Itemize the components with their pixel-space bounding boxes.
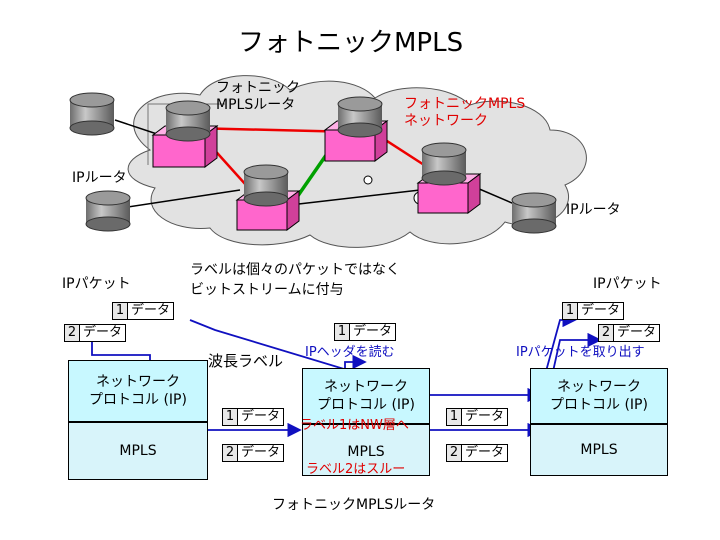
right-layer-ip: ネットワーク プロトコル (IP) bbox=[530, 368, 668, 424]
left-ip-packet-heading: IPパケット bbox=[62, 276, 131, 292]
left-packet-1: 1 データ bbox=[112, 302, 175, 320]
left-packet-2: 2 データ bbox=[64, 324, 127, 342]
right-mid-packet-1: 1 データ bbox=[446, 408, 509, 426]
packet-number: 2 bbox=[64, 324, 80, 342]
link-black-bottom bbox=[289, 189, 421, 206]
label-note: ラベルは個々のパケットではなく ビットストリームに付与 bbox=[190, 262, 400, 299]
photonic-router-label: フォトニック MPLSルータ bbox=[216, 80, 300, 113]
packet-number: 1 bbox=[222, 408, 238, 426]
packet-number: 1 bbox=[112, 302, 128, 320]
photonic-router-right bbox=[416, 142, 482, 214]
packet-data: データ bbox=[238, 408, 285, 426]
packet-data: データ bbox=[238, 444, 285, 462]
ip-router-right bbox=[511, 192, 557, 234]
packet-data: データ bbox=[128, 302, 175, 320]
packet-data: データ bbox=[462, 408, 509, 426]
page-title: フォトニックMPLS bbox=[238, 28, 464, 58]
label1-to-nw-layer: ラベル1はNW層へ bbox=[300, 418, 409, 433]
link-ip-left-to-router-tl bbox=[114, 119, 161, 136]
right-mid-packet-2: 2 データ bbox=[446, 444, 509, 462]
packet-data: データ bbox=[462, 444, 509, 462]
packet-data: データ bbox=[578, 302, 625, 320]
packet-number: 2 bbox=[446, 444, 462, 462]
ip-router-left-label: IPルータ bbox=[72, 170, 127, 186]
label2-pass-through: ラベル2はスルー bbox=[306, 462, 406, 477]
left-layer-ip: ネットワーク プロトコル (IP) bbox=[68, 360, 208, 422]
packet-number: 2 bbox=[598, 324, 614, 342]
packet-number: 1 bbox=[334, 323, 350, 341]
middle-layer-mpls: MPLS bbox=[302, 424, 430, 476]
middle-layer-ip: ネットワーク プロトコル (IP) bbox=[302, 368, 430, 424]
photonic-router-left bbox=[151, 100, 219, 168]
right-layer-mpls: MPLS bbox=[530, 424, 668, 476]
ip-router-top-left bbox=[69, 92, 115, 136]
photonic-router-caption: フォトニックMPLSルータ bbox=[272, 497, 436, 513]
middle-packet-2: 2 データ bbox=[222, 444, 285, 462]
read-ip-header-label: IPヘッダを読む bbox=[305, 345, 395, 360]
photonic-router-top bbox=[323, 96, 389, 162]
left-layer-mpls: MPLS bbox=[68, 422, 208, 480]
ip-router-right-label: IPルータ bbox=[566, 202, 621, 218]
right-packet-1: 1 データ bbox=[562, 302, 625, 320]
packet-number: 2 bbox=[222, 444, 238, 462]
extract-ip-packet-label: IPパケットを取り出す bbox=[516, 345, 645, 360]
packet-number: 1 bbox=[446, 408, 462, 426]
right-ip-packet-heading: IPパケット bbox=[593, 276, 662, 292]
packet-data: データ bbox=[614, 324, 661, 342]
right-packet-2: 2 データ bbox=[598, 324, 661, 342]
packet-data: データ bbox=[350, 323, 397, 341]
ip-router-left bbox=[85, 190, 131, 232]
middle-packet-1: 1 データ bbox=[222, 408, 285, 426]
middle-packet-top: 1 データ bbox=[334, 323, 397, 341]
photonic-network-label: フォトニックMPLS ネットワーク bbox=[404, 96, 526, 129]
link-connector-dot bbox=[363, 175, 373, 185]
photonic-router-bottom bbox=[235, 164, 301, 231]
packet-data: データ bbox=[80, 324, 127, 342]
wavelength-label: 波長ラベル bbox=[208, 352, 284, 370]
packet-number: 1 bbox=[562, 302, 578, 320]
flow-arrow-cross bbox=[189, 319, 542, 403]
